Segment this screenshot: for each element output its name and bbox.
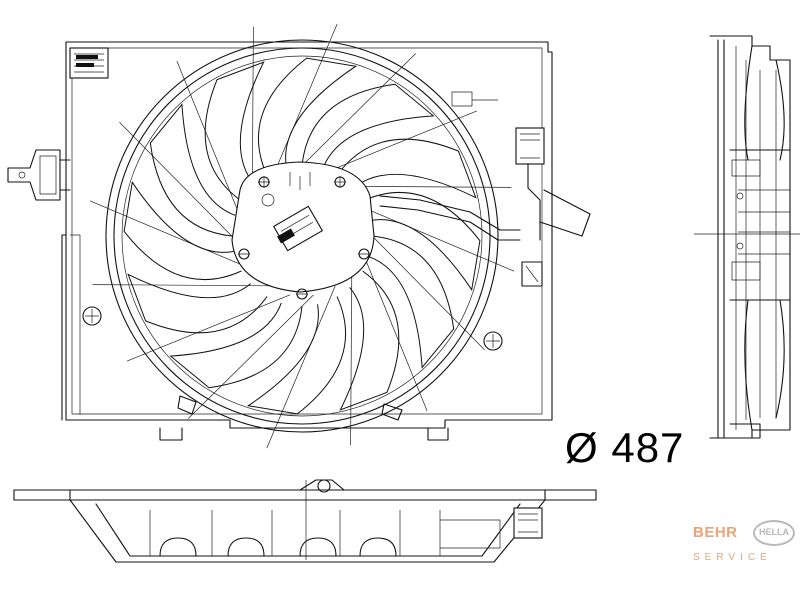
brand-logo: BEHR HELLA SERVICE [693,520,795,570]
fan-blade [336,138,477,199]
fan-blade [123,180,242,281]
motor-hub [231,161,375,300]
hella-logo: HELLA [753,520,795,546]
support-strut [360,224,485,350]
service-text: SERVICE [693,552,772,563]
support-strut [119,122,244,248]
support-strut [350,269,353,446]
support-strut [360,247,428,412]
behr-logo-text: BEHR [693,524,738,541]
fan-rings [105,39,499,433]
right-connector [379,91,591,241]
label-plate [69,47,109,79]
shroud-frame [61,41,553,441]
support-strut [188,294,314,419]
fan-blade [204,61,265,202]
support-strut [351,202,515,272]
fan-blade [301,83,435,170]
hella-logo-text: HELLA [759,527,789,537]
support-strut [290,53,416,178]
fan-blade [257,57,358,176]
fan-blade [339,270,400,411]
fan-blade [149,103,236,237]
left-connector [7,149,71,201]
bottom-view [13,479,597,563]
support-strut [89,200,253,270]
support-strut [176,60,244,225]
support-strut [313,110,478,178]
support-strut [266,285,336,449]
bottom-clips [177,395,403,421]
mounting-screws [82,261,543,351]
support-strut [92,284,269,287]
side-view [694,35,800,439]
fan-blade [362,191,481,292]
fan-blade [169,302,303,389]
fan-blade [246,296,347,415]
support-strut [126,294,291,362]
support-struts [89,23,515,449]
fan-blades [123,57,481,415]
support-strut [268,23,338,187]
fan-blade [368,235,455,369]
fan-blade [127,273,268,334]
diameter-label: Ø 487 [565,424,685,471]
